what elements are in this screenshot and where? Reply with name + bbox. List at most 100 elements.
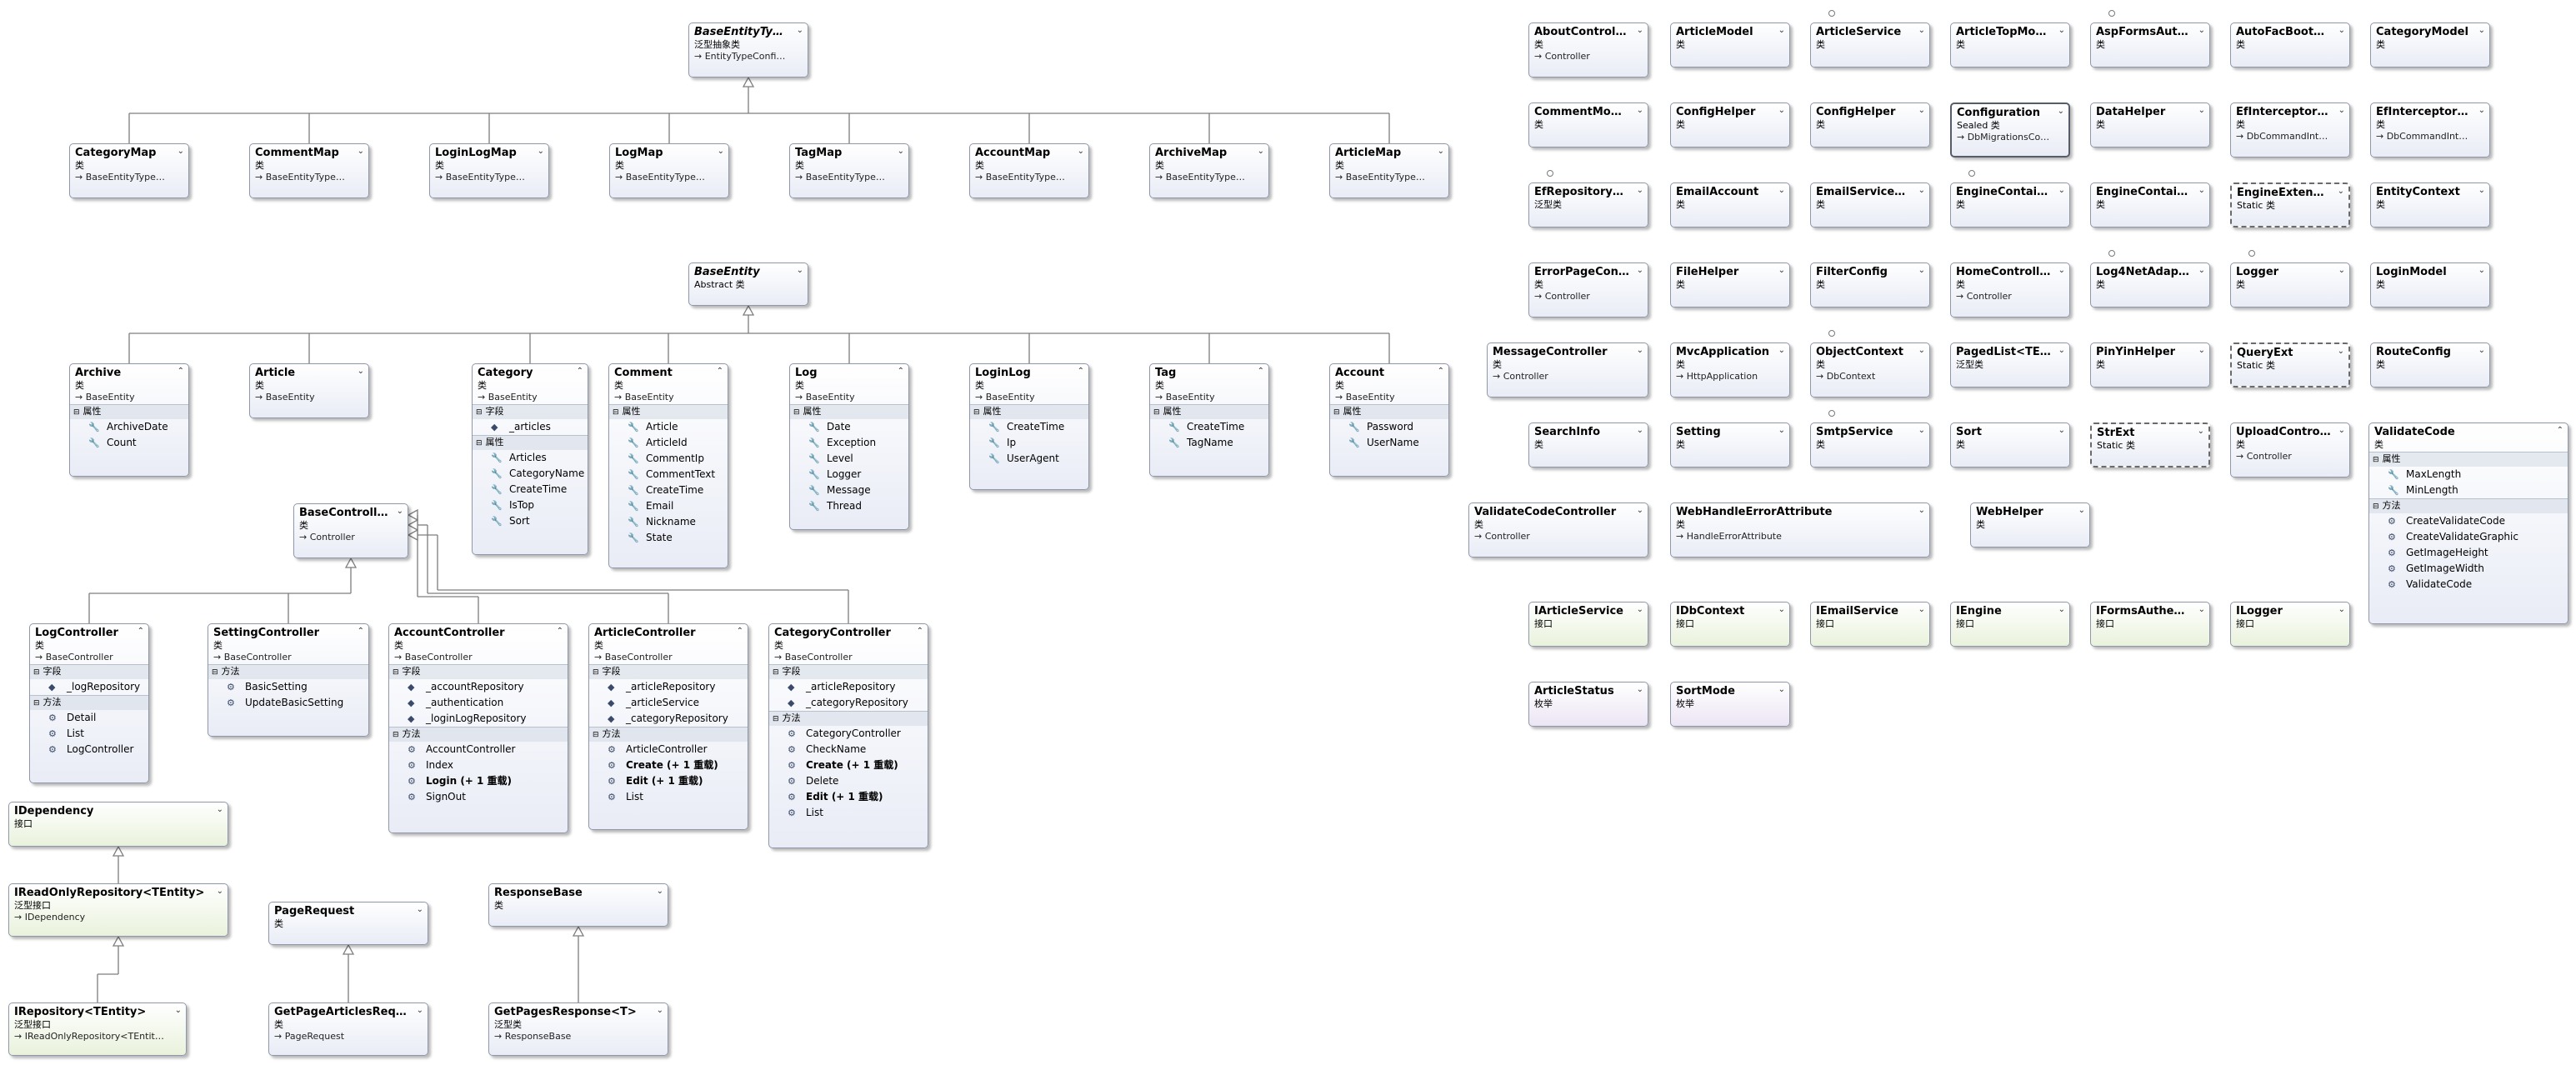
class-box-ef-repository[interactable]: EfRepository<...泛型类⌄ bbox=[1528, 182, 1648, 228]
collapse-section-icon[interactable]: ⊟ bbox=[212, 668, 218, 677]
expand-chevron-icon[interactable]: ⌄ bbox=[1778, 106, 1785, 115]
expand-chevron-icon[interactable]: ⌄ bbox=[1778, 186, 1785, 195]
collapse-chevron-icon[interactable]: ⌃ bbox=[736, 627, 743, 636]
collapse-chevron-icon[interactable]: ⌃ bbox=[1257, 367, 1264, 376]
expand-chevron-icon[interactable]: ⌄ bbox=[656, 887, 663, 896]
class-box-email-service-fa[interactable]: EmailServiceFa...类⌄ bbox=[1810, 182, 1930, 228]
member-item[interactable]: 🔧MinLength bbox=[2369, 482, 2568, 498]
member-item[interactable]: ⚙List bbox=[589, 789, 748, 805]
class-box-autofac-boot[interactable]: AutoFacBootSt...类⌄ bbox=[2230, 22, 2350, 68]
collapse-section-icon[interactable]: ⊟ bbox=[33, 668, 40, 677]
class-header[interactable]: AspFormsAuth...类⌄ bbox=[2091, 23, 2209, 52]
expand-chevron-icon[interactable]: ⌄ bbox=[2058, 26, 2065, 35]
member-item[interactable]: ⚙LogController bbox=[30, 742, 148, 758]
collapse-section-icon[interactable]: ⊟ bbox=[476, 408, 483, 417]
collapse-chevron-icon[interactable]: ⌃ bbox=[1077, 367, 1084, 376]
expand-chevron-icon[interactable]: ⌄ bbox=[1918, 26, 1925, 35]
expand-chevron-icon[interactable]: ⌄ bbox=[396, 507, 403, 516]
member-item[interactable]: ⚙Edit (+ 1 重载) bbox=[769, 789, 928, 805]
collapse-chevron-icon[interactable]: ⌃ bbox=[576, 367, 583, 376]
collapse-chevron-icon[interactable]: ⌃ bbox=[897, 367, 904, 376]
class-box-paged-list[interactable]: PagedList<TEn...泛型类⌄ bbox=[1950, 342, 2070, 388]
expand-chevron-icon[interactable]: ⌄ bbox=[174, 1006, 182, 1015]
expand-chevron-icon[interactable]: ⌄ bbox=[2478, 266, 2485, 275]
member-item[interactable]: 🔧Nickname bbox=[609, 514, 728, 530]
member-item[interactable]: ⚙Create (+ 1 重载) bbox=[589, 758, 748, 773]
expand-chevron-icon[interactable]: ⌄ bbox=[2338, 605, 2345, 614]
expand-chevron-icon[interactable]: ⌄ bbox=[2478, 346, 2485, 355]
expand-chevron-icon[interactable]: ⌄ bbox=[897, 147, 904, 156]
expand-chevron-icon[interactable]: ⌄ bbox=[1778, 266, 1785, 275]
collapse-section-icon[interactable]: ⊟ bbox=[2373, 502, 2379, 511]
expand-chevron-icon[interactable]: ⌄ bbox=[1437, 147, 1444, 156]
member-item[interactable]: ◆_articles bbox=[473, 419, 588, 435]
collapse-section-icon[interactable]: ⊟ bbox=[593, 731, 599, 739]
expand-chevron-icon[interactable]: ⌄ bbox=[2057, 107, 2064, 116]
member-item[interactable]: ⚙Login (+ 1 重载) bbox=[389, 773, 568, 789]
member-item[interactable]: ⚙Create (+ 1 重载) bbox=[769, 758, 928, 773]
expand-chevron-icon[interactable]: ⌄ bbox=[1636, 685, 1643, 694]
expand-chevron-icon[interactable]: ⌄ bbox=[1636, 26, 1643, 35]
expand-chevron-icon[interactable]: ⌄ bbox=[1918, 346, 1925, 355]
member-item[interactable]: 🔧MaxLength bbox=[2369, 467, 2568, 482]
expand-chevron-icon[interactable]: ⌄ bbox=[1918, 605, 1925, 614]
member-item[interactable]: 🔧Email bbox=[609, 498, 728, 514]
expand-chevron-icon[interactable]: ⌄ bbox=[1636, 186, 1643, 195]
expand-chevron-icon[interactable]: ⌄ bbox=[2338, 106, 2345, 115]
member-item[interactable]: 🔧Message bbox=[790, 482, 908, 498]
member-item[interactable]: ◆_categoryRepository bbox=[589, 711, 748, 727]
expand-chevron-icon[interactable]: ⌄ bbox=[1778, 26, 1785, 35]
member-item[interactable]: 🔧CreateTime bbox=[970, 419, 1088, 435]
member-item[interactable]: 🔧ArticleId bbox=[609, 435, 728, 451]
expand-chevron-icon[interactable]: ⌄ bbox=[416, 1006, 423, 1015]
expand-chevron-icon[interactable]: ⌄ bbox=[1918, 426, 1925, 435]
class-box-ef-interceptor-t[interactable]: EfInterceptorT...类→ DbCommandInterce...⌄ bbox=[2370, 102, 2490, 158]
collapse-chevron-icon[interactable]: ⌃ bbox=[716, 367, 723, 376]
expand-chevron-icon[interactable]: ⌄ bbox=[1918, 506, 1925, 515]
section-header[interactable]: ⊟ 字段 bbox=[473, 405, 588, 419]
